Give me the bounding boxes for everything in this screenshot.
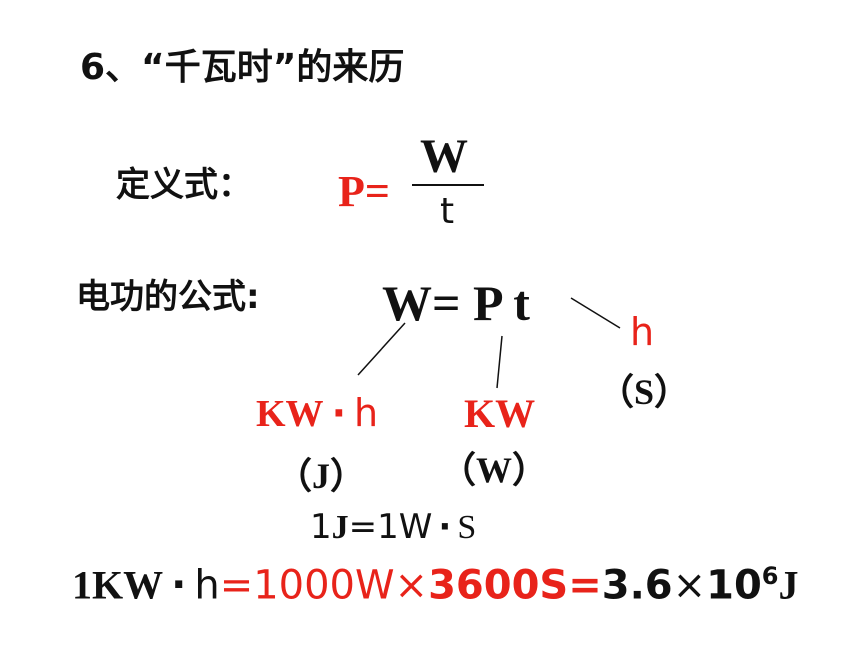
work-si-unit: （J） (276, 456, 367, 496)
conversion-value: 3.6 (601, 562, 673, 609)
joule-def-j: J (331, 509, 349, 546)
time-unit-h: h (630, 310, 655, 354)
power-si-unit: （W） (440, 450, 549, 490)
conversion-mid: =1000W× (219, 562, 429, 609)
conversion-h: h (194, 562, 220, 609)
conversion-base: 10 (706, 562, 762, 609)
conversion-equation: 1KW·h=1000W×3600S=3.6×106J (72, 564, 798, 605)
definition-lhs: P= (338, 167, 390, 216)
time-si-unit: （S） (598, 372, 691, 412)
joule-def-dot: · (438, 507, 452, 547)
work-unit: KW·h (256, 394, 378, 433)
work-unit-dot: · (331, 391, 346, 435)
fraction-bar (412, 184, 484, 186)
fraction-numerator: W (420, 130, 468, 183)
work-formula-label: 电功的公式: (76, 277, 260, 317)
connector-w (357, 322, 406, 376)
conversion-lhs: 1KW (72, 562, 164, 608)
fraction-denominator: t (440, 191, 455, 232)
work-formula: W= P t (382, 275, 530, 331)
joule-def-s: S (457, 509, 477, 546)
definition-label: 定义式： (116, 165, 252, 205)
joule-def-mid: =1W (348, 507, 433, 547)
conversion-unit: J (778, 562, 799, 608)
connector-p (496, 335, 503, 389)
conversion-exponent: 6 (761, 562, 779, 590)
joule-definition: 1J=1W·S (310, 510, 476, 545)
conversion-dot: · (171, 562, 187, 609)
conversion-times: × (672, 562, 707, 609)
conversion-seconds: 3600S= (428, 562, 602, 609)
power-unit: KW (464, 391, 536, 436)
connector-t (570, 297, 621, 329)
slide-title: 6、“千瓦时”的来历 (80, 47, 405, 88)
work-unit-h: h (354, 391, 379, 435)
work-unit-kw: KW (256, 393, 324, 435)
joule-def-one: 1 (310, 507, 332, 547)
